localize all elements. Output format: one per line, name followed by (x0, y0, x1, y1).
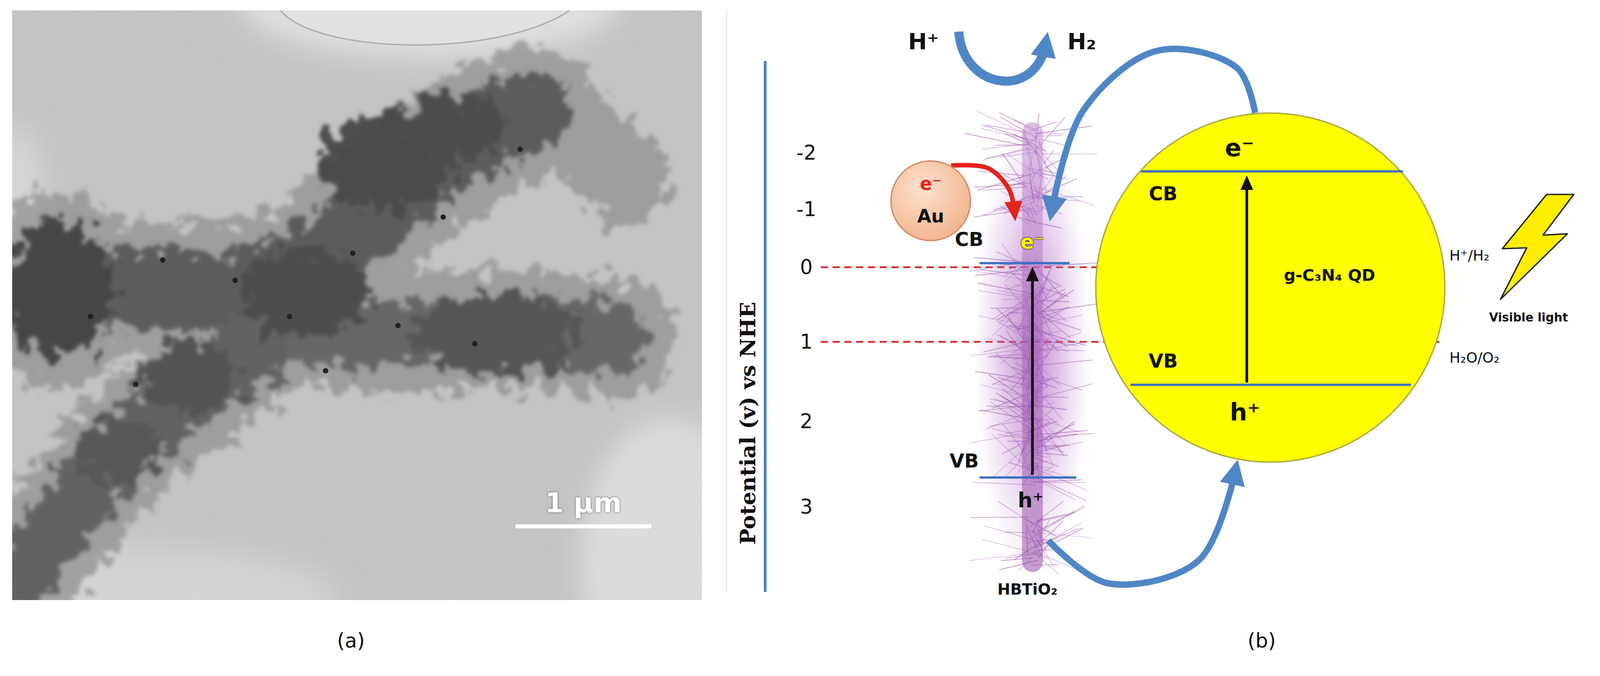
titania-rod: CBe⁻VBh⁺HBTiO₂ (1016, 122, 1049, 573)
light-label: Visible light (1489, 311, 1569, 325)
rod-spike (982, 148, 1026, 161)
reduction-arrow (958, 31, 1046, 81)
rod-fuzz (965, 111, 1102, 584)
rod-spike (984, 525, 1029, 539)
potential-axis (763, 61, 767, 592)
excitation-arrow (1245, 182, 1249, 383)
tick-label: 2 (800, 410, 813, 433)
tem-background (12, 10, 702, 601)
rod-spike (1035, 186, 1094, 206)
rod-spike (1035, 126, 1092, 134)
band-label: CB (955, 229, 984, 251)
rod-spike (1036, 522, 1083, 548)
rod-spike (974, 257, 1028, 263)
panel-label: (b) (1247, 629, 1276, 652)
panel-separator (726, 9, 728, 593)
hole-symbol: h⁺ (1230, 398, 1261, 426)
tick-label: 3 (800, 496, 813, 518)
tick-label: 0 (800, 256, 813, 279)
scale-bar-label: 1 μm (544, 487, 622, 518)
material-label: g-C₃N₄ QD (1283, 266, 1376, 285)
quantum-dot-shape (1095, 113, 1445, 463)
band-label: VB (949, 450, 980, 472)
node-outline (1094, 112, 1446, 464)
tem-grain (12, 10, 702, 601)
lightning-bolt (1500, 194, 1574, 300)
rod-spike (975, 371, 1028, 380)
tem-micrograph (12, 10, 702, 601)
hole-symbol: h⁺ (1017, 488, 1044, 512)
band-edge-line (979, 476, 1077, 479)
redox-level-label: H₂O/O₂ (1449, 350, 1500, 366)
rod-spike (991, 433, 1027, 468)
band-edge-line (979, 262, 1070, 265)
tem-light-areas (12, 10, 702, 601)
tick-label: 1 (800, 331, 813, 353)
tick-label: -2 (796, 142, 817, 164)
band-edge-line (1130, 383, 1411, 387)
rod-spike (978, 315, 1028, 326)
ion-label: H⁺ (908, 29, 939, 55)
band-edge-line (1140, 170, 1403, 173)
panel-label: (a) (336, 629, 365, 652)
rod-spike (980, 384, 1028, 398)
electron-symbol: e⁻ (1020, 231, 1045, 253)
rod-spike (1038, 316, 1082, 331)
particle-label: Au (917, 206, 944, 227)
rod-glow (973, 113, 1092, 584)
excitation-arrow (1031, 274, 1034, 475)
rod-spike (978, 171, 1028, 176)
electron-symbol: e⁻ (919, 173, 942, 194)
band-label: VB (1148, 350, 1179, 372)
material-label: HBTiO₂ (997, 581, 1058, 598)
band-label: CB (1149, 183, 1178, 205)
rod-spike (982, 187, 1026, 191)
gold-particle-shape (890, 160, 971, 241)
electron-symbol: e⁻ (1224, 134, 1255, 161)
quantum-dot-circle: e⁻ CB g-C₃N₄ QD VB h⁺ (1094, 112, 1446, 464)
transfer-arrow (1048, 472, 1236, 585)
rod-spike (970, 349, 1026, 356)
rod-spike (991, 394, 1026, 409)
scale-bar (515, 524, 652, 529)
rod-spike (970, 516, 1029, 519)
rod-spike (1038, 418, 1079, 432)
axis-title: Potential (v) vs NHE (736, 302, 760, 545)
gas-label: H₂ (1067, 29, 1097, 55)
redox-level-label: H⁺/H₂ (1449, 247, 1490, 264)
tick-label: -1 (796, 198, 817, 221)
